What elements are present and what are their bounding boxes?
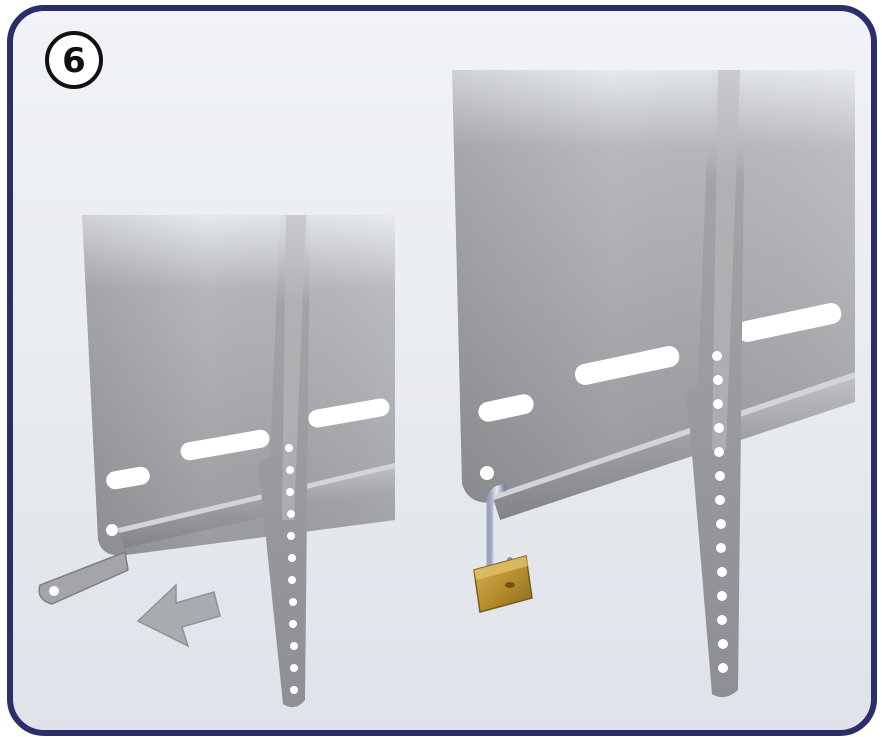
panel-slot: [180, 429, 270, 461]
mounting-rail-left-highlight: [118, 463, 395, 533]
arrow-left-icon: [136, 583, 221, 648]
panel-hole: [106, 524, 118, 536]
right-scene: [452, 70, 855, 698]
circled-number-icon: [45, 31, 103, 89]
panel-hole: [480, 466, 494, 480]
padlock-shackle: [486, 484, 508, 579]
bracket-holes-right: [712, 351, 728, 673]
step-number: 6: [62, 41, 86, 81]
padlock-icon: [473, 484, 533, 613]
tv-back-panel-right-shade: [452, 70, 855, 503]
tv-back-panel-left-shade: [82, 215, 395, 556]
mounting-rail-right-highlight: [492, 372, 855, 500]
locking-bar: [38, 550, 129, 605]
step-badge: 6: [45, 31, 103, 89]
padlock-keyhole: [505, 582, 515, 588]
panel-slot: [106, 466, 150, 490]
panel-slot: [478, 394, 534, 422]
panel-slot: [736, 303, 842, 342]
vertical-bracket-left-groove: [282, 215, 306, 520]
mounting-rail-right: [492, 372, 855, 520]
bracket-holes-left: [285, 444, 298, 694]
locking-bar-hole: [49, 586, 59, 596]
panel-slot: [308, 398, 390, 428]
padlock-body-top: [474, 556, 528, 580]
left-scene: [38, 215, 395, 708]
panel-slot: [574, 346, 680, 385]
